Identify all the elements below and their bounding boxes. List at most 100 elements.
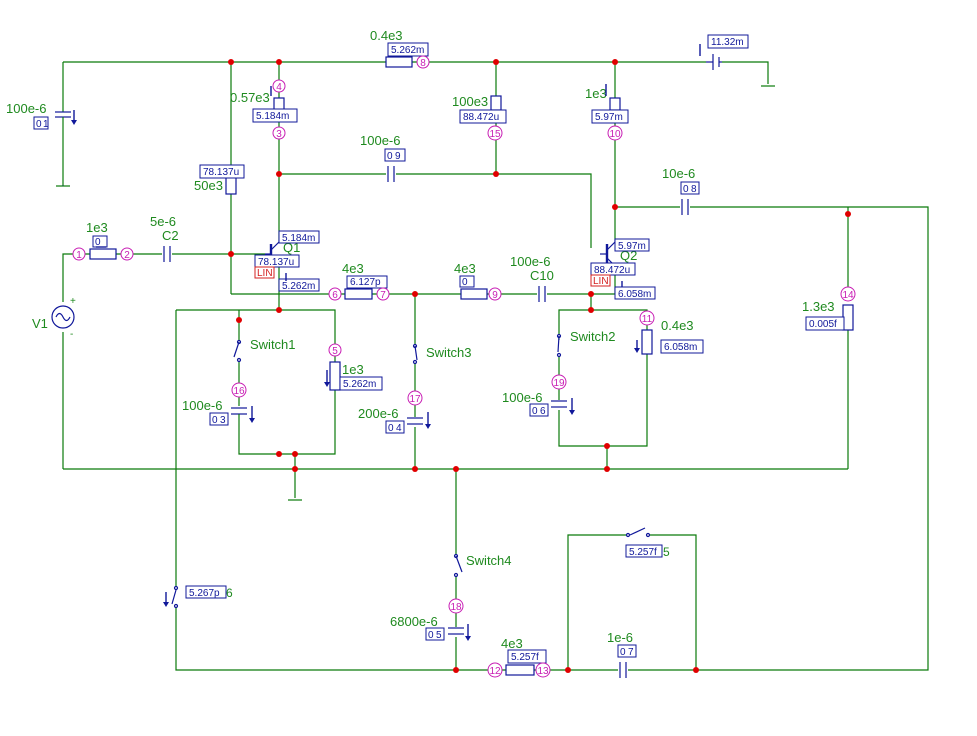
node-markers: 1 2 3 4 5 6 7 8 9 10 11 12 13 14 15 16 1… [72, 55, 856, 678]
resistor-emitter-q1[interactable] [344, 288, 373, 300]
junction-dot [412, 291, 418, 297]
capacitor-c5-value: 6800e-6 [390, 614, 438, 629]
arrow-icon [425, 424, 431, 429]
node-16: 16 [231, 382, 247, 398]
node-18: 18 [448, 598, 464, 614]
capacitor-left[interactable] [55, 111, 71, 126]
wire [558, 354, 648, 447]
arrow-icon [465, 636, 471, 641]
node-5: 5 [328, 343, 342, 357]
resistor-bias-meter-value: 78.137u [203, 167, 239, 178]
junction-dot [453, 466, 459, 472]
switch-3[interactable] [412, 343, 418, 365]
capacitor-c9-value: 100e-6 [360, 133, 400, 148]
voltage-source-v1[interactable] [51, 305, 75, 329]
node-13: 13 [535, 662, 551, 678]
q1-base-meter: 78.137u [254, 254, 300, 268]
resistor-node12-meter-value: 5.257f [511, 652, 539, 663]
resistor-node12-meter: 5.257f [507, 649, 547, 664]
junction-dot [845, 211, 851, 217]
resistor-q1-collector-meter-value: 5.184m [256, 111, 289, 122]
resistor-node5[interactable] [329, 361, 341, 391]
resistor-q2-collector[interactable] [609, 97, 621, 111]
node-8: 8 [416, 55, 430, 69]
junction-dot [693, 667, 699, 673]
capacitor-c2-label: C2 [162, 228, 179, 243]
resistor-node5-meter-value: 5.262m [343, 379, 376, 390]
capacitor-c7[interactable] [619, 662, 627, 678]
node-12: 12 [487, 662, 503, 678]
node-19: 19 [551, 374, 567, 390]
svg-text:13: 13 [537, 666, 549, 677]
resistor-node11[interactable] [641, 329, 653, 355]
arrow-icon [634, 348, 640, 353]
resistor-4e3-second[interactable] [460, 288, 488, 300]
capacitor-c3[interactable] [231, 407, 247, 420]
capacitor-c5-index: 5 [436, 630, 442, 641]
capacitor-c5[interactable] [448, 627, 464, 635]
node-2: 2 [120, 247, 134, 261]
q1-label: Q1 [283, 240, 300, 255]
resistor-node11-meter-value: 6.058m [664, 342, 697, 353]
resistor-input[interactable] [89, 248, 117, 260]
junction-dot [588, 307, 594, 313]
capacitor-left-index: 1 [43, 119, 49, 130]
resistor-node5-value: 1e3 [342, 362, 364, 377]
capacitor-left-meter: 0 1 [33, 116, 49, 130]
junction-dot [604, 443, 610, 449]
capacitor-c6-meter-value: 0 [532, 406, 538, 417]
resistor-top-value: 0.4e3 [370, 28, 403, 43]
switch-6[interactable] [171, 585, 179, 609]
switch-3-label: Switch3 [426, 345, 472, 360]
capacitor-c6[interactable] [551, 400, 567, 408]
switch-1[interactable] [233, 339, 242, 363]
resistor-100e3[interactable] [490, 95, 502, 111]
switch-4[interactable] [453, 553, 463, 578]
resistor-node12[interactable] [505, 664, 535, 676]
capacitor-c4[interactable] [407, 417, 423, 425]
resistor-emitter-q1-meter: 6.127p [346, 275, 388, 289]
svg-text:15: 15 [489, 129, 501, 140]
arrow-icon [163, 602, 169, 607]
resistor-emitter-q1-meter-value: 6.127p [350, 277, 381, 288]
resistor-4e3-second-meter-value: 0 [462, 277, 468, 288]
node-6: 6 [328, 287, 342, 301]
battery[interactable] [706, 54, 722, 70]
capacitor-c4-value: 200e-6 [358, 406, 398, 421]
junction-dot [292, 451, 298, 457]
svg-text:10: 10 [609, 129, 621, 140]
capacitor-c7-index: 7 [628, 647, 634, 658]
capacitor-left-value: 100e-6 [6, 101, 46, 116]
junction-dot [612, 204, 618, 210]
q2-emitter-meter: 6.058m [614, 286, 656, 300]
capacitor-c2[interactable] [163, 246, 171, 262]
junction-dot [276, 307, 282, 313]
current-arrows [71, 84, 640, 641]
capacitor-c9[interactable] [387, 166, 395, 182]
resistor-input-value: 1e3 [86, 220, 108, 235]
q1-emitter-meter: 5.262m [278, 278, 320, 292]
capacitor-c7-value: 1e-6 [607, 630, 633, 645]
junction-dot [604, 466, 610, 472]
resistor-node11-meter: 6.058m [660, 339, 704, 354]
capacitor-c6-index: 6 [540, 406, 546, 417]
resistor-node12-value: 4e3 [501, 636, 523, 651]
switch-5[interactable] [625, 527, 651, 538]
transistor-q2[interactable] [600, 240, 616, 267]
junction-dot [493, 59, 499, 65]
resistor-bias[interactable] [225, 175, 237, 195]
junction-dot [565, 667, 571, 673]
capacitor-c10[interactable] [538, 286, 546, 302]
resistor-q1-collector[interactable] [273, 97, 285, 111]
switch-2[interactable] [556, 333, 562, 358]
resistor-q1-collector-meter: 5.184m [252, 108, 298, 123]
resistor-top[interactable] [385, 56, 413, 68]
resistor-node5-meter: 5.262m [339, 376, 383, 391]
capacitor-c3-meter-value: 0 [212, 415, 218, 426]
capacitor-c8[interactable] [681, 199, 689, 215]
svg-text:17: 17 [409, 394, 421, 405]
q1-emitter-current: 5.262m [282, 281, 315, 292]
svg-text:2: 2 [124, 250, 130, 261]
capacitor-left-meter-value: 0 [36, 119, 42, 130]
